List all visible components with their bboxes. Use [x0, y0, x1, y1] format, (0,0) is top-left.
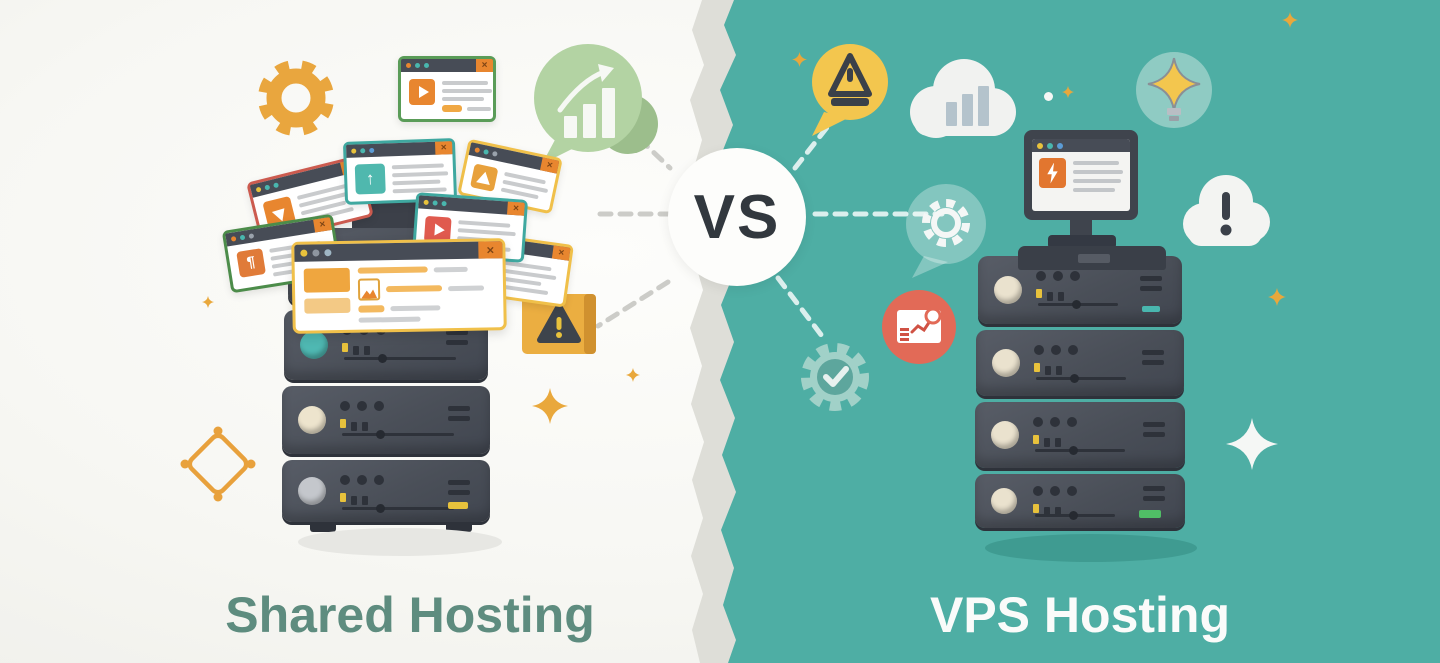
indicator-lights: [1036, 289, 1042, 298]
server-vents: [446, 330, 468, 345]
power-button: [991, 421, 1019, 449]
indicator-lights: [1033, 435, 1039, 444]
drive-slot: [342, 430, 454, 439]
star-sparkle-icon: [1282, 12, 1298, 28]
star-sparkle-icon: [1268, 288, 1286, 306]
browser-titlebar: [1032, 139, 1130, 152]
power-button: [991, 488, 1017, 514]
status-dots: [1036, 271, 1080, 281]
star-sparkle-icon: [792, 52, 807, 67]
browser-window-front: [291, 238, 507, 334]
browser-window: [398, 56, 496, 122]
lightning-icon: [1039, 158, 1066, 188]
teal-led: [1142, 306, 1160, 312]
server-vents: [1143, 422, 1165, 437]
drive-slot: [344, 354, 456, 363]
right-title: VPS Hosting: [929, 587, 1231, 643]
server-unit: [976, 330, 1184, 396]
warning-bubble-icon: [812, 44, 888, 136]
status-dots: [1034, 345, 1078, 355]
analytics-badge-icon: [882, 290, 956, 364]
server-vents: [448, 480, 470, 495]
server-vents: [1142, 350, 1164, 365]
status-dots: [1033, 417, 1077, 427]
close-icon: [551, 245, 571, 261]
power-button: [994, 276, 1022, 304]
drive-slot: [1038, 300, 1118, 309]
monitor: [1024, 130, 1138, 220]
server-unit: [975, 474, 1185, 528]
monitor-base: [1048, 235, 1116, 249]
power-button: [298, 406, 326, 434]
indicator-lights: [1034, 363, 1040, 372]
upload-icon: [354, 163, 386, 195]
status-dots: [1033, 486, 1077, 496]
server-top-device: [1018, 246, 1166, 270]
drive-bay: [1078, 254, 1110, 263]
sidebar-blocks: [303, 267, 351, 324]
server-shadow: [298, 528, 502, 556]
power-button: [298, 477, 326, 505]
close-icon: [476, 59, 493, 72]
text-lines: [442, 79, 492, 112]
alert-cloud-icon: [1183, 175, 1270, 246]
star-sparkle-icon: [1226, 418, 1278, 470]
server-vents: [1143, 486, 1165, 501]
image-icon: [357, 278, 381, 301]
monitor-stand: [1070, 219, 1092, 237]
power-button: [300, 331, 328, 359]
idea-bulb-icon: [1136, 52, 1212, 128]
dot-sparkle: [1044, 92, 1053, 101]
indicator-lights: [340, 419, 346, 428]
power-button: [992, 349, 1020, 377]
yellow-led: [448, 502, 468, 509]
browser-titlebar: [401, 59, 493, 72]
status-dots: [340, 475, 384, 485]
text-lines: [391, 161, 449, 194]
star-sparkle-icon: [532, 388, 568, 424]
gear-icon: [258, 60, 334, 136]
warning-icon: [469, 163, 499, 192]
close-icon: [434, 141, 453, 155]
indicator-lights: [340, 493, 346, 502]
diamond-sparkle-icon: [180, 426, 256, 502]
indicator-lights: [342, 343, 348, 352]
drive-slot: [1035, 446, 1125, 455]
growth-chart-bubble-icon: [534, 44, 658, 164]
server-unit: [282, 386, 490, 454]
drive-slot: [1035, 511, 1115, 520]
star-sparkle-icon: [626, 368, 640, 382]
close-icon: [478, 241, 503, 259]
close-icon: [313, 217, 332, 233]
gear-bubble-icon: [906, 184, 986, 278]
content-lines: [357, 265, 495, 323]
server-vents: [1140, 276, 1162, 291]
check-gear-icon: [801, 343, 869, 411]
vs-badge: VS: [668, 148, 806, 286]
server-unit: [282, 460, 490, 522]
status-dots: [340, 401, 384, 411]
text-lines: [1073, 158, 1123, 192]
indicator-lights: [1033, 504, 1039, 513]
paragraph-icon: [236, 248, 266, 278]
star-sparkle-icon: [202, 296, 214, 308]
monitor-screen: [1032, 139, 1130, 211]
drive-slot: [1036, 374, 1126, 383]
green-led: [1139, 510, 1161, 518]
vs-label: VS: [693, 182, 781, 252]
star-sparkle-icon: [1062, 86, 1074, 98]
left-title: Shared Hosting: [225, 587, 595, 643]
drive-slot: [342, 504, 454, 513]
close-icon: [506, 201, 525, 216]
browser-titlebar: [294, 241, 503, 262]
play-icon: [409, 79, 435, 105]
server-unit: [975, 402, 1185, 468]
chart-cloud-icon: [910, 59, 1016, 138]
server-shadow: [985, 534, 1197, 562]
server-foot: [310, 520, 336, 532]
server-vents: [448, 406, 470, 421]
